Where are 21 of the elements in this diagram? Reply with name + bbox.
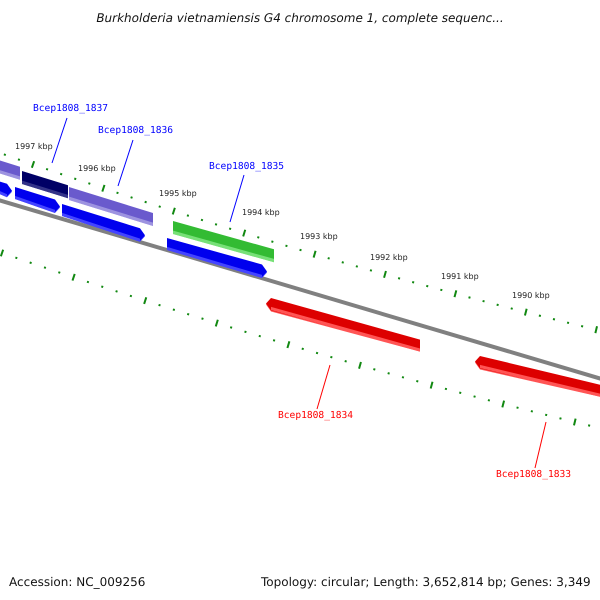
scale-label: 1996 kbp — [78, 164, 116, 174]
gene-label: Bcep1808_1836 — [98, 125, 174, 137]
gene-label: Bcep1808_1833 — [496, 469, 572, 481]
scale-label: 1997 kbp — [15, 142, 53, 152]
title: Burkholderia vietnamiensis G4 chromosome 1, complete sequenc... — [95, 11, 505, 25]
scale-label: 1990 kbp — [512, 291, 550, 301]
scale-label: 1992 kbp — [370, 253, 408, 263]
gene-label: Bcep1808_1834 — [278, 410, 354, 422]
leader-line — [118, 140, 134, 186]
scale-label: 1991 kbp — [441, 272, 479, 282]
gene-label: Bcep1808_1837 — [33, 103, 108, 115]
footer-text: Accession: NC_009256 — [9, 575, 146, 589]
gene-label: Bcep1808_1835 — [209, 161, 284, 173]
footer-text: Topology: circular; Length: 3,652,814 bp; Genes: 3,349 — [261, 575, 591, 589]
scale-label: 1993 kbp — [300, 232, 338, 242]
leader-line — [230, 174, 244, 222]
leader-line — [534, 422, 546, 468]
scale-label: 1995 kbp — [159, 189, 197, 199]
leader-line — [316, 364, 330, 410]
leader-line — [52, 118, 68, 164]
scale-label: 1994 kbp — [242, 208, 280, 218]
